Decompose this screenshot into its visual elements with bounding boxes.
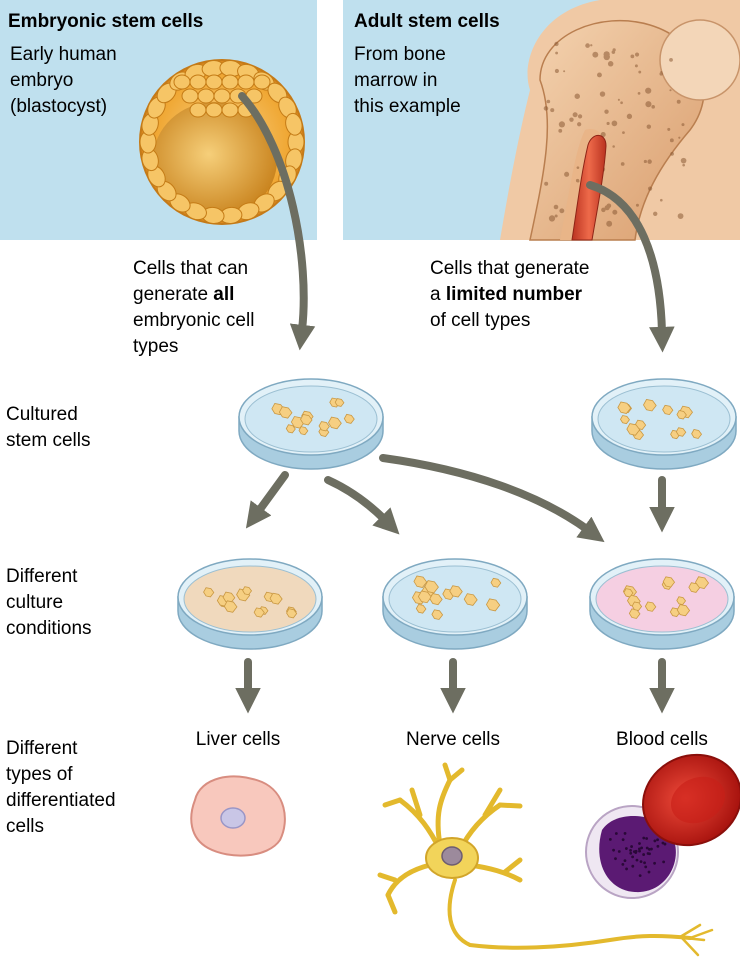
stem-cell-cluster [675, 427, 687, 437]
stem-cell-cluster [676, 596, 687, 606]
row-label-cultured-line-2: stem cells [6, 430, 90, 451]
stem-cell-cluster [631, 601, 643, 611]
nerve-cells-label: Nerve cells [406, 729, 500, 750]
stem-cell-cluster [644, 601, 657, 612]
stem-cell-cluster [343, 413, 355, 424]
dish-blood-condition [589, 558, 735, 650]
embryonic-caption-line-4: types [133, 336, 178, 357]
stem-cell-cluster [662, 576, 676, 588]
row-label-differentiated-line-3: differentiated [6, 790, 116, 811]
embryonic-desc-line-3: (blastocyst) [10, 96, 107, 117]
adult-caption-line-3: of cell types [430, 310, 530, 331]
stem-cell-cluster [691, 429, 703, 439]
blood-cells-label: Blood cells [616, 729, 708, 750]
embryonic-panel-title: Embryonic stem cells [8, 11, 203, 32]
dish-adult-culture [591, 378, 737, 470]
adult-caption: Cells that generate a limited number of … [430, 258, 590, 331]
stem-cell-cluster [203, 587, 215, 598]
stem-cell-cluster [623, 588, 634, 598]
stem-cell-cluster [300, 414, 313, 426]
adult-panel-title: Adult stem cells [354, 11, 500, 32]
adult-desc-line-2: marrow in [354, 70, 437, 91]
arrow-culture-to-blood-dish [379, 454, 605, 543]
dish-liver-condition [177, 558, 323, 650]
stem-cell-cluster [253, 607, 265, 618]
stem-cell-cluster [327, 416, 342, 430]
dish-embryonic-culture [238, 378, 384, 470]
stem-cell-cluster [298, 426, 309, 436]
stem-cell-cluster [424, 580, 439, 594]
stem-cell-cluster [676, 410, 687, 420]
liver-cell-illustration [190, 775, 286, 857]
stem-cell-cluster [278, 406, 293, 419]
adult-desc-line-3: this example [354, 96, 461, 117]
adult-desc-line-1: From bone [354, 44, 446, 65]
stem-cell-cluster [617, 401, 632, 414]
nerve-cell-illustration [377, 762, 714, 957]
stem-cell-cluster [431, 609, 444, 620]
stem-cell-cluster [269, 592, 283, 605]
row-label-cultured-line-1: Cultured [6, 404, 78, 425]
dish-nerve-condition [382, 558, 528, 650]
stem-cell-cluster [662, 404, 674, 416]
stem-cell-cluster [285, 424, 296, 434]
stem-cell-cluster [222, 591, 236, 604]
embryonic-panel: Embryonic stem cells Early human embryo … [0, 0, 317, 240]
stem-cell-cluster [286, 608, 298, 619]
blastocyst-illustration [139, 59, 305, 225]
stem-cell-cluster [490, 577, 502, 588]
stem-cell-cluster [223, 600, 238, 613]
row-label-conditions: Different culture conditions [6, 566, 92, 639]
stem-cell-cluster [242, 586, 253, 596]
stem-cell-cluster [449, 585, 463, 598]
stem-cell-cluster [334, 398, 345, 407]
stem-cell-cluster [620, 415, 630, 425]
arrow-blastocyst-to-culture [238, 92, 316, 351]
blood-cells-illustration [585, 753, 740, 899]
row-label-conditions-line-3: conditions [6, 618, 92, 639]
arrow-culture-to-liver-dish [245, 471, 289, 529]
stem-cell-cluster [628, 608, 641, 619]
adult-panel: Adult stem cells From bone marrow in thi… [343, 0, 740, 241]
embryonic-desc-line-1: Early human [10, 44, 117, 65]
row-label-differentiated-line-2: types of [6, 764, 73, 785]
row-label-conditions-line-1: Different [6, 566, 78, 587]
stem-cell-cluster [688, 582, 701, 593]
stem-cell-cluster [415, 604, 427, 614]
row-label-conditions-line-2: culture [6, 592, 63, 613]
stem-cell-cluster [676, 604, 691, 617]
flow-arrows [235, 92, 675, 714]
stem-cell-cluster [413, 575, 428, 588]
row-label-differentiated-line-1: Different [6, 738, 78, 759]
row-label-differentiated: Different types of differentiated cells [6, 738, 116, 837]
stem-cell-cluster [318, 421, 330, 432]
stem-cell-cluster [485, 598, 501, 612]
stem-cell-cluster [463, 593, 478, 606]
arrow-marrow-to-culture [586, 181, 675, 353]
adult-caption-line-1: Cells that generate [430, 258, 590, 279]
bone-illustration [500, 0, 740, 241]
stem-cell-cluster [429, 593, 443, 606]
adult-caption-line-2: a limited number [430, 284, 583, 305]
liver-cells-label: Liver cells [196, 729, 280, 750]
arrow-culture-to-nerve-dish [324, 476, 400, 535]
embryonic-caption: Cells that can generate all embryonic ce… [133, 258, 254, 357]
embryonic-caption-line-1: Cells that can [133, 258, 248, 279]
stem-cell-cluster [643, 399, 657, 412]
embryonic-caption-line-2: generate all [133, 284, 234, 305]
row-label-cultured: Cultured stem cells [6, 404, 90, 451]
red-blood-cell [642, 753, 740, 847]
embryonic-desc-line-2: embryo [10, 70, 73, 91]
stem-cell-cluster [626, 423, 641, 436]
row-label-differentiated-line-4: cells [6, 816, 44, 837]
embryonic-caption-line-3: embryonic cell [133, 310, 254, 331]
